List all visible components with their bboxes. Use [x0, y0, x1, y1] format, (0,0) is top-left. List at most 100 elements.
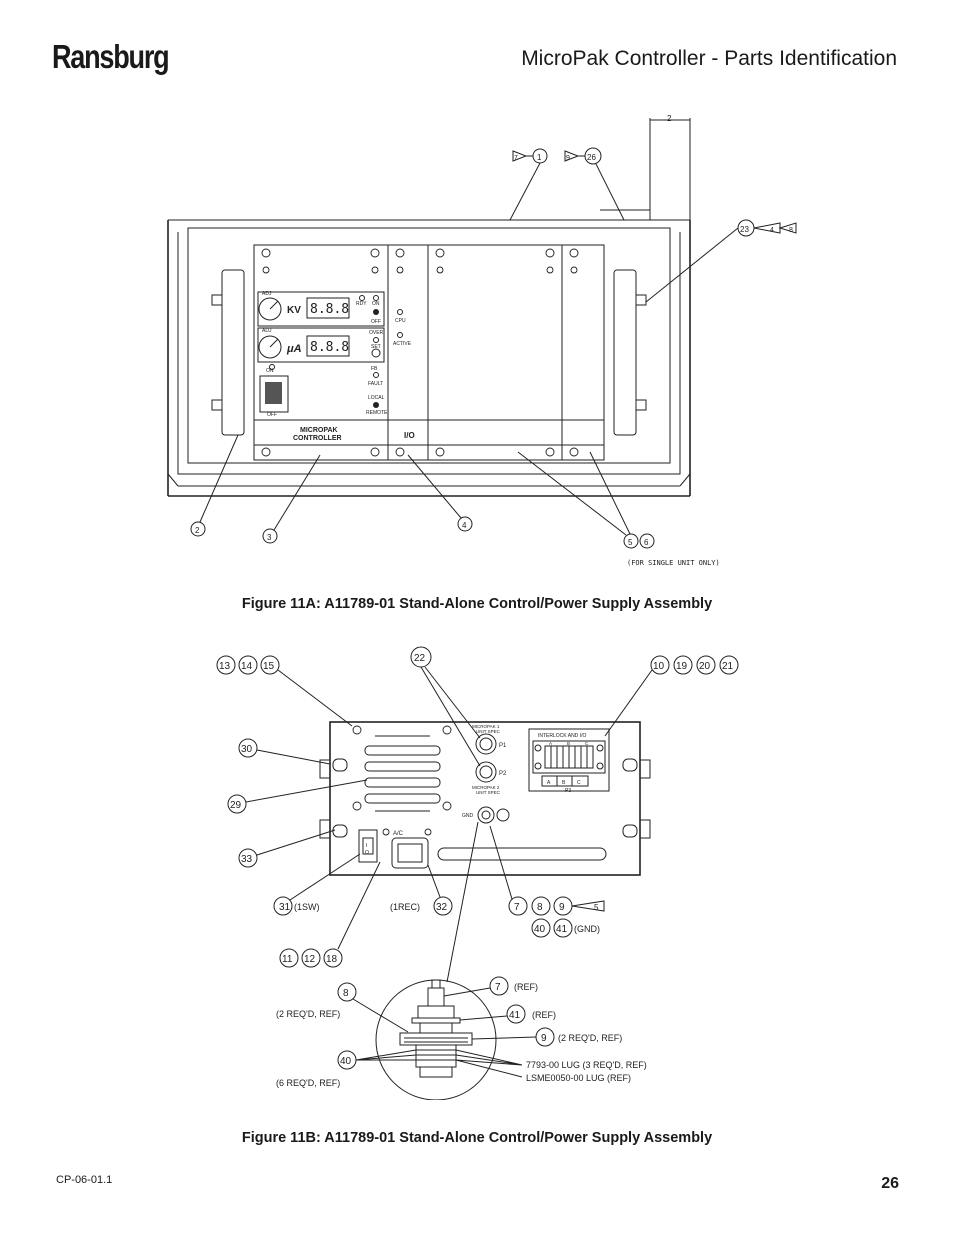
callout-11: 11: [282, 954, 293, 965]
off-label: OFF: [371, 319, 381, 325]
callout-41: 41: [556, 924, 568, 935]
rdy-label: RDY: [356, 301, 367, 307]
on-switch-label: ON: [266, 368, 274, 374]
callout-2: 2: [195, 526, 200, 535]
callout-ref-5: 5: [594, 903, 599, 912]
terminal-b-top: B: [567, 741, 570, 746]
lug1-label: 7793-00 LUG (3 REQ'D, REF): [526, 1060, 647, 1070]
terminal-c: C: [577, 780, 581, 786]
callout-14: 14: [241, 661, 253, 672]
figure-11b: MICROPAK 1 UNIT SPEC P1 P2 MICROPAK 2 UN…: [0, 640, 954, 1100]
p3-label: P3: [565, 788, 571, 794]
callout-ref-8: 8: [789, 227, 793, 234]
doc-code: CP-06-01.1: [56, 1174, 113, 1186]
page-title: MicroPak Controller - Parts Identificati…: [521, 47, 897, 70]
unit-spec-label-2: UNIT SPEC: [476, 790, 501, 795]
micropak2-label: MICROPAK 2: [472, 785, 500, 790]
io-label: I/O: [404, 431, 415, 440]
callout-10: 10: [653, 661, 665, 672]
dim-label: 2: [667, 114, 672, 123]
module-screws: [261, 248, 579, 457]
callout-40: 40: [534, 924, 546, 935]
gnd-panel-label: GND: [462, 813, 474, 819]
remote-label: REMOTE: [366, 410, 388, 416]
controller-label: CONTROLLER: [293, 435, 342, 442]
req2-label-8: (2 REQ'D, REF): [276, 1009, 340, 1019]
detail-callout-8: 8: [343, 988, 349, 999]
local-label: LOCAL: [368, 395, 385, 401]
adj-label-kv: ADJ: [262, 291, 272, 297]
callout-4: 4: [462, 521, 467, 530]
on-label: ON: [372, 301, 380, 307]
micropak-label: MICROPAK: [300, 427, 338, 434]
off-switch-label: OFF: [267, 412, 277, 418]
terminal-a: A: [547, 780, 551, 786]
single-unit-note: (FOR SINGLE UNIT ONLY): [627, 559, 720, 567]
callout-ref-9: 9: [566, 155, 570, 162]
sw-label: (1SW): [294, 902, 320, 912]
callout-12: 12: [304, 954, 316, 965]
figure-11a-drawing: 2 ADJ KV 8.8.8 RDY ON OFF ADJ μA 8.8.8 O…: [167, 114, 797, 567]
terminal-b: B: [562, 780, 566, 786]
callout-30: 30: [241, 744, 253, 755]
ua-display: 8.8.8: [310, 340, 349, 355]
detail-callout-7: 7: [495, 982, 501, 993]
ground-stud-detail: [399, 979, 473, 1078]
brand-logo: Ransburg: [52, 38, 170, 75]
p2-label: P2: [499, 771, 507, 777]
switch-on-mark: I: [366, 843, 367, 849]
callout-32: 32: [436, 902, 448, 913]
over-label: OVER: [369, 330, 384, 336]
page-number: 26: [881, 1175, 899, 1192]
active-label: ACTIVE: [393, 341, 412, 347]
callout-13: 13: [219, 661, 231, 672]
callout-ref-4: 4: [770, 227, 774, 234]
terminal-a-top: A: [549, 741, 552, 746]
fb-label: FB: [371, 366, 378, 372]
callout-29: 29: [230, 800, 242, 811]
adj-label-ua: ADJ: [262, 328, 272, 334]
callout-6: 6: [644, 538, 649, 547]
callout-26: 26: [587, 153, 596, 162]
figure-11b-caption: Figure 11B: A11789-01 Stand-Alone Contro…: [241, 1130, 713, 1146]
gnd-label: (GND): [574, 924, 600, 934]
callout-31: 31: [279, 902, 291, 913]
ua-label: μA: [286, 343, 302, 355]
switch-off-mark: O: [365, 850, 369, 856]
rec-label: (1REC): [390, 902, 420, 912]
ref-7: (REF): [514, 982, 538, 992]
kv-label: KV: [287, 305, 301, 316]
callout-1: 1: [537, 153, 542, 162]
terminal-block: [534, 744, 604, 770]
callout-3: 3: [267, 533, 272, 542]
unit-spec-label: UNIT SPEC: [476, 729, 501, 734]
callout-23: 23: [740, 225, 749, 234]
callout-22: 22: [414, 653, 426, 664]
terminal-c-top: C: [585, 741, 589, 746]
figure-11a-caption: Figure 11A: A11789-01 Stand-Alone Contro…: [241, 596, 713, 612]
figure-11a: 2 ADJ KV 8.8.8 RDY ON OFF ADJ μA 8.8.8 O…: [0, 110, 954, 580]
ac-label: A/C: [393, 831, 404, 837]
set-label: SET: [371, 344, 381, 350]
callout-20: 20: [699, 661, 711, 672]
lug2-label: LSME0050-00 LUG (REF): [526, 1073, 631, 1083]
p1-label: P1: [499, 743, 507, 749]
callout-33: 33: [241, 854, 253, 865]
detail-callout-9: 9: [541, 1033, 547, 1044]
callout-15: 15: [263, 661, 275, 672]
ref-41: (REF): [532, 1010, 556, 1020]
callout-7: 7: [514, 902, 520, 913]
figure-11b-drawing: MICROPAK 1 UNIT SPEC P1 P2 MICROPAK 2 UN…: [216, 646, 739, 1100]
callout-ref-7: 7: [514, 155, 518, 162]
fault-label: FAULT: [368, 381, 383, 387]
micropak1-label: MICROPAK 1: [472, 724, 500, 729]
callout-8: 8: [537, 902, 543, 913]
kv-display: 8.8.8: [310, 302, 349, 317]
callout-9: 9: [559, 902, 565, 913]
callout-18: 18: [326, 954, 338, 965]
callout-5: 5: [628, 538, 633, 547]
callout-19: 19: [676, 661, 688, 672]
cpu-label: CPU: [395, 318, 406, 324]
detail-callout-40: 40: [340, 1056, 352, 1067]
callout-21: 21: [722, 661, 734, 672]
